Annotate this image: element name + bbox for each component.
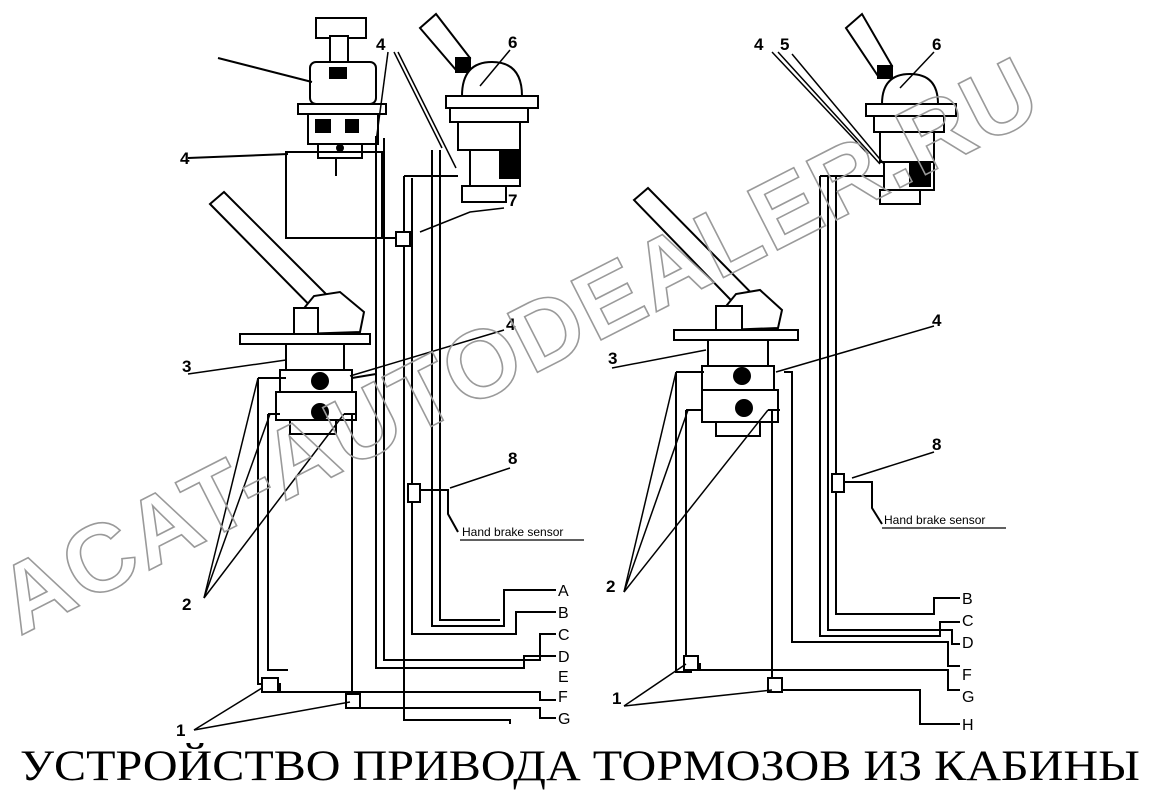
right-callout-2: 2 bbox=[606, 577, 615, 596]
right-assembly bbox=[611, 12, 960, 725]
right-callout-3: 3 bbox=[608, 349, 617, 368]
right-pipes bbox=[675, 175, 960, 725]
right-callout-5: 5 bbox=[780, 35, 789, 54]
left-assembly bbox=[187, 12, 556, 731]
left-mounting-box bbox=[285, 151, 383, 239]
left-port-b: B bbox=[558, 605, 569, 622]
right-port-d: D bbox=[962, 635, 974, 652]
left-callout-1: 1 bbox=[176, 721, 185, 740]
left-port-f: F bbox=[558, 689, 568, 706]
left-sensor-label: Hand brake sensor bbox=[462, 525, 563, 539]
left-port-g: G bbox=[558, 711, 570, 728]
page-title: УСТРОЙСТВО ПРИВОДА ТОРМОЗОВ ИЗ КАБИНЫ bbox=[20, 743, 1140, 790]
right-callout-4-middle: 4 bbox=[932, 311, 942, 330]
right-port-g: G bbox=[962, 689, 974, 706]
right-port-b: B bbox=[962, 591, 973, 608]
left-callout-6: 6 bbox=[508, 33, 517, 52]
watermark-text: ACAT-AUTODEALER.RU bbox=[0, 36, 1056, 655]
left-hand-brake-valve bbox=[208, 190, 371, 435]
left-callout-4-upper: 4 bbox=[180, 149, 190, 168]
left-port-c: C bbox=[558, 627, 570, 644]
left-callout-4-top: 4 bbox=[376, 35, 386, 54]
left-port-e: E bbox=[558, 669, 569, 686]
right-callout-6: 6 bbox=[932, 35, 941, 54]
left-callout-4-middle: 4 bbox=[506, 315, 516, 334]
left-second-valve bbox=[418, 12, 539, 203]
left-callout-8: 8 bbox=[508, 449, 517, 468]
left-callout-3: 3 bbox=[182, 357, 191, 376]
right-port-f: F bbox=[962, 667, 972, 684]
right-port-c: C bbox=[962, 613, 974, 630]
right-callout-1: 1 bbox=[612, 689, 621, 708]
right-port-h: H bbox=[962, 717, 974, 734]
right-callout-8: 8 bbox=[932, 435, 941, 454]
right-leaders bbox=[611, 51, 935, 707]
left-pipes bbox=[257, 136, 556, 724]
left-callout-7: 7 bbox=[508, 191, 517, 210]
left-port-a: A bbox=[558, 583, 569, 600]
right-callout-4-top: 4 bbox=[754, 35, 764, 54]
left-leaders bbox=[187, 49, 511, 731]
right-second-valve bbox=[844, 12, 957, 205]
right-hand-brake-valve bbox=[632, 186, 799, 437]
left-callout-2: 2 bbox=[182, 595, 191, 614]
right-sensor-label: Hand brake sensor bbox=[884, 513, 985, 527]
left-port-d: D bbox=[558, 649, 570, 666]
